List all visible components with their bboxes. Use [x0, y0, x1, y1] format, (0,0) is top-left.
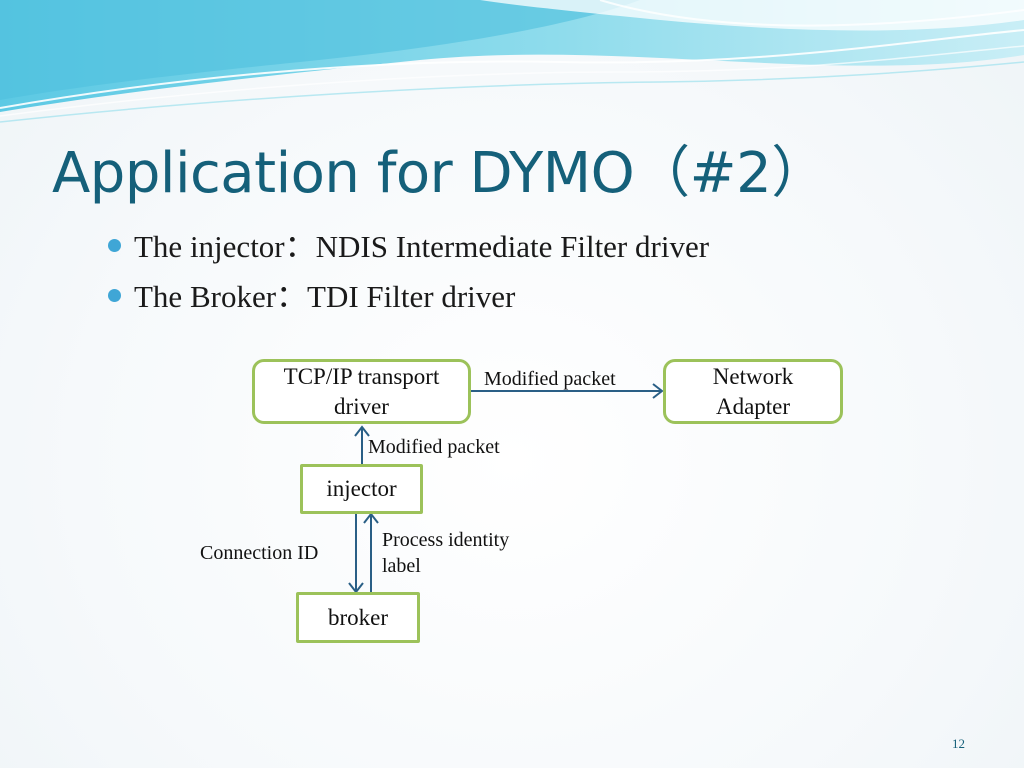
- edge-label-connection-id: Connection ID: [200, 542, 319, 564]
- edge-label-tcpip-to-adapter: Modified packet: [484, 368, 616, 390]
- node-label-line: Adapter: [715, 393, 791, 419]
- bullet-text: The Broker：TDI Filter driver: [134, 279, 516, 314]
- slide-title: Application for DYMO（#2）: [52, 141, 827, 206]
- header-wave-decoration: [0, 0, 1024, 123]
- node-tcpip-transport-driver: TCP/IP transport driver: [252, 359, 471, 424]
- arrowhead-up: [363, 512, 379, 524]
- bullet-item-injector: The injector：NDIS Intermediate Filter dr…: [108, 222, 709, 272]
- node-network-adapter: Network Adapter: [663, 359, 843, 424]
- node-label-line: Network: [712, 363, 794, 389]
- bullet-item-broker: The Broker：TDI Filter driver: [108, 272, 709, 322]
- node-label: injector: [326, 476, 397, 501]
- bullet-text: The injector：NDIS Intermediate Filter dr…: [134, 229, 710, 264]
- node-injector: injector: [300, 464, 423, 514]
- node-broker: broker: [296, 592, 420, 643]
- edge-label-line: label: [382, 555, 421, 577]
- bullet-dot-icon: [108, 239, 121, 252]
- arrowhead-up: [354, 425, 370, 437]
- edge-label-line: Process identity: [382, 529, 510, 551]
- bullet-dot-icon: [108, 289, 121, 302]
- node-label-line: driver: [334, 393, 389, 419]
- bullet-list: The injector：NDIS Intermediate Filter dr…: [108, 222, 709, 322]
- node-label-line: TCP/IP transport: [283, 363, 440, 389]
- edge-label-injector-to-tcpip: Modified packet: [368, 436, 500, 458]
- arrowhead-right: [652, 383, 664, 399]
- edge-label-process-identity: Process identity label: [382, 527, 509, 579]
- page-number: 12: [952, 736, 965, 751]
- node-label: broker: [327, 604, 389, 630]
